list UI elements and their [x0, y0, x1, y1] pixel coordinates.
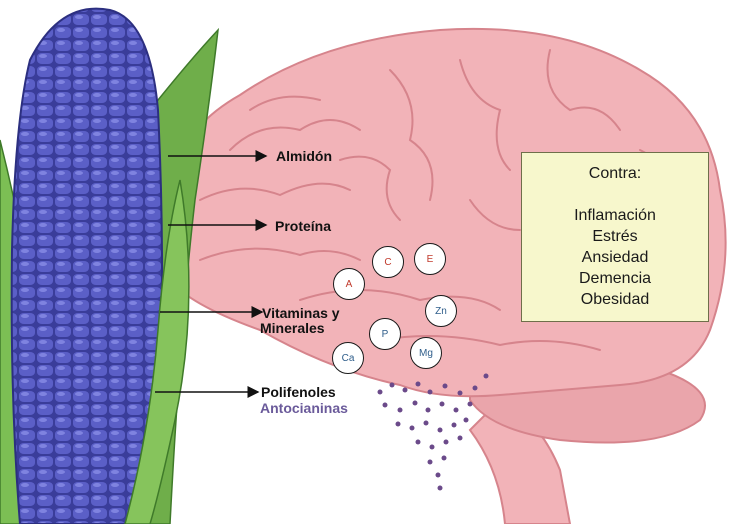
label-almidon: Almidón: [276, 148, 332, 164]
nutrient-c: C: [372, 246, 404, 278]
nutrient-ca: Ca: [332, 342, 364, 374]
contra-item: Obesidad: [522, 289, 708, 310]
contra-title: Contra:: [522, 163, 708, 184]
label-proteina: Proteína: [275, 218, 331, 234]
contra-item: Ansiedad: [522, 247, 708, 268]
contra-box: Contra: Inflamación Estrés Ansiedad Deme…: [521, 152, 709, 322]
label-vitaminas-line2: Minerales: [260, 320, 325, 336]
label-polifenoles: Polifenoles: [261, 384, 336, 400]
nutrient-a: A: [333, 268, 365, 300]
contra-item: Inflamación: [522, 205, 708, 226]
contra-item: Estrés: [522, 226, 708, 247]
nutrient-zn: Zn: [425, 295, 457, 327]
corn-cob: [12, 9, 162, 524]
label-vitaminas-line1: Vitaminas y: [262, 305, 340, 321]
nutrient-mg: Mg: [410, 337, 442, 369]
label-antocianinas: Antocianinas: [260, 400, 348, 416]
contra-item: Demencia: [522, 268, 708, 289]
nutrient-e: E: [414, 243, 446, 275]
nutrient-p: P: [369, 318, 401, 350]
